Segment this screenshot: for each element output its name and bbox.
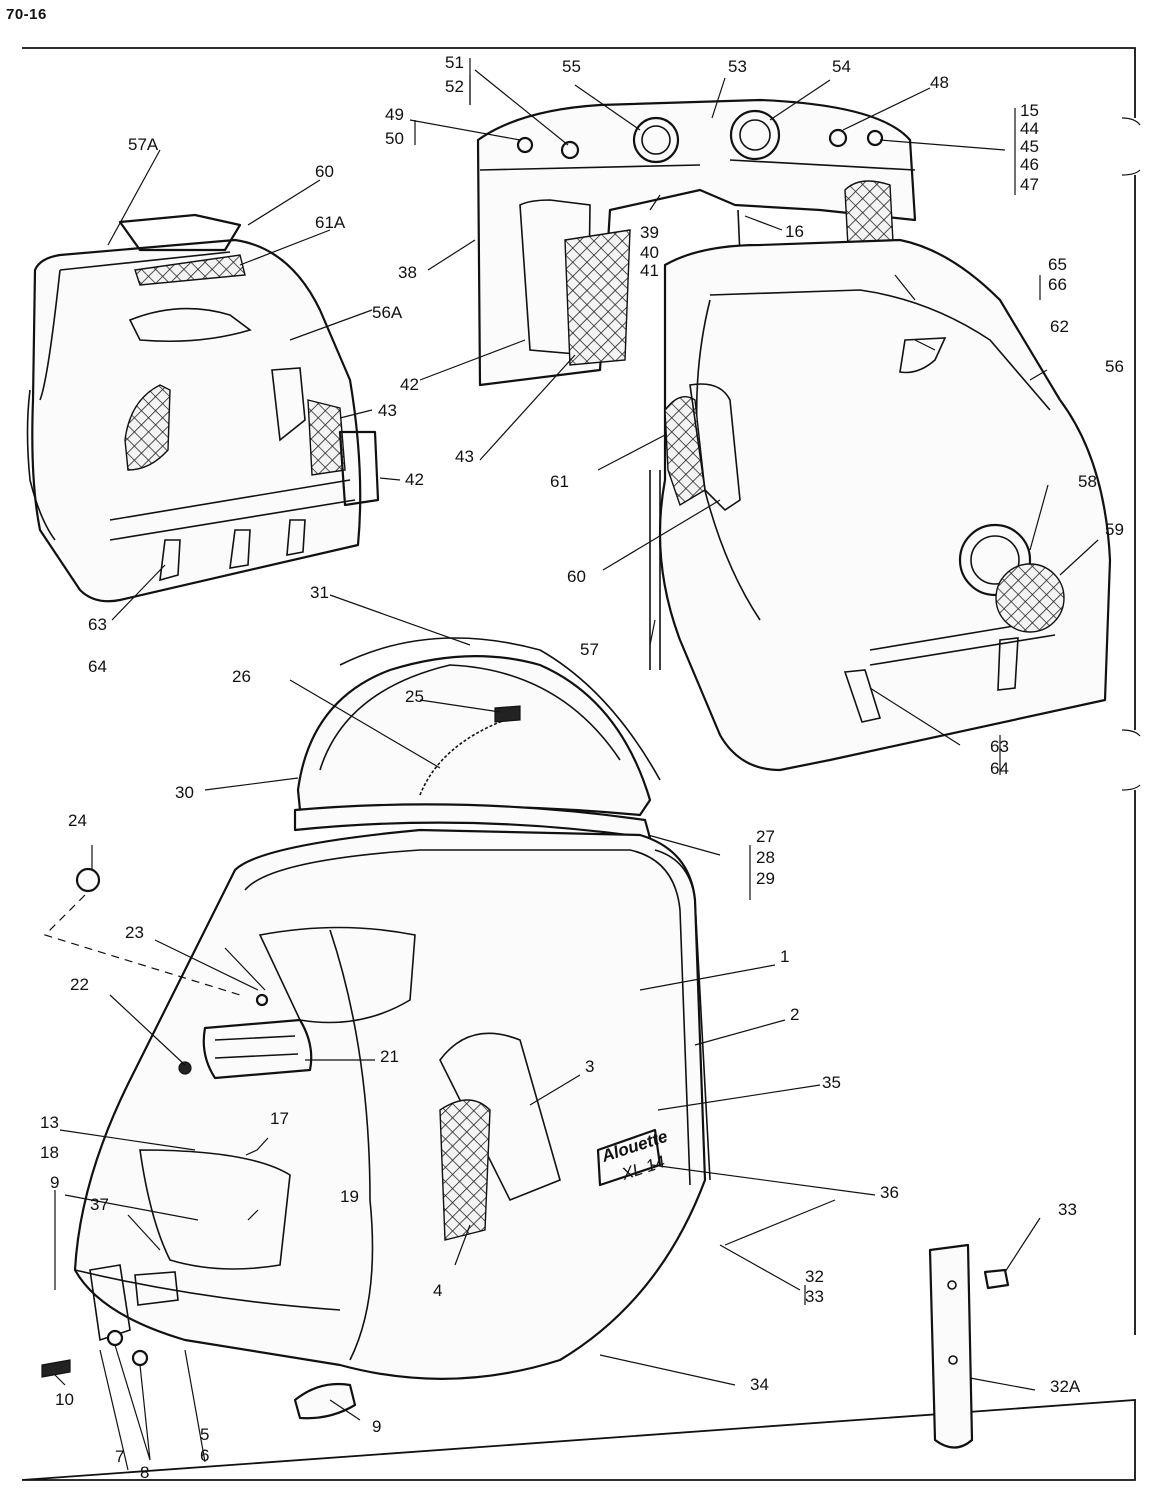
callout-32: 32	[805, 1267, 824, 1286]
callout-44: 44	[1020, 119, 1039, 138]
callout-57a: 57A	[128, 135, 159, 154]
panel-mesh-43	[564, 229, 631, 366]
rear-cowl-56	[649, 238, 1112, 772]
callout-56: 56	[1105, 357, 1124, 376]
cowl-side-grille	[124, 384, 171, 471]
callout-66: 66	[1048, 275, 1067, 294]
callout-8: 8	[140, 1463, 149, 1482]
callout-13: 13	[40, 1113, 59, 1132]
callout-1: 1	[780, 947, 789, 966]
callout-40: 40	[640, 243, 659, 262]
body-mesh-4	[439, 1099, 491, 1241]
callout-36: 36	[880, 1183, 899, 1202]
callout-48: 48	[930, 73, 949, 92]
callout-63-left: 63	[88, 615, 107, 634]
callout-60-right: 60	[567, 567, 586, 586]
alouette-badge	[596, 1128, 662, 1187]
callout-7: 7	[115, 1447, 124, 1466]
callout-65: 65	[1048, 255, 1067, 274]
callout-4: 4	[433, 1281, 442, 1300]
callout-35: 35	[822, 1073, 841, 1092]
callout-24: 24	[68, 811, 87, 830]
callout-30: 30	[175, 783, 194, 802]
cowl-top-grille-61a	[134, 254, 246, 286]
callout-39: 39	[640, 223, 659, 242]
callout-15: 15	[1020, 101, 1039, 120]
callout-17: 17	[270, 1109, 289, 1128]
callout-27: 27	[756, 827, 775, 846]
callout-16: 16	[785, 222, 804, 241]
callout-61: 61	[550, 472, 569, 491]
callout-34: 34	[750, 1375, 769, 1394]
callout-3: 3	[585, 1057, 594, 1076]
main-body-1: Alouette XL 14	[41, 828, 711, 1420]
cowl-mesh-43	[307, 399, 346, 476]
callout-26: 26	[232, 667, 251, 686]
bracket-32a	[928, 1243, 1010, 1449]
callout-62: 62	[1050, 317, 1069, 336]
callout-23: 23	[125, 923, 144, 942]
callout-9-bottom: 9	[372, 1417, 381, 1436]
callout-57: 57	[580, 640, 599, 659]
callout-54: 54	[832, 57, 851, 76]
instrument-panel-38	[476, 98, 917, 387]
callout-22: 22	[70, 975, 89, 994]
callout-51: 51	[445, 53, 464, 72]
callout-52: 52	[445, 77, 464, 96]
callout-labels: 51 52 55 53 54 48 49 50 15 44 45 46 47 5…	[40, 53, 1124, 1482]
callout-43-left: 43	[378, 401, 397, 420]
callout-53: 53	[728, 57, 747, 76]
round-grille-59	[995, 563, 1065, 633]
callout-42-left: 42	[405, 470, 424, 489]
callout-42-center: 42	[400, 375, 419, 394]
callout-2: 2	[790, 1005, 799, 1024]
callout-60-top: 60	[315, 162, 334, 181]
callout-37: 37	[90, 1195, 109, 1214]
canopy-dome-30	[293, 637, 661, 840]
callout-49: 49	[385, 105, 404, 124]
callout-19: 19	[340, 1187, 359, 1206]
callout-5: 5	[200, 1425, 209, 1444]
callout-29: 29	[756, 869, 775, 888]
callout-56a: 56A	[372, 303, 403, 322]
callout-50: 50	[385, 129, 404, 148]
callout-46: 46	[1020, 155, 1039, 174]
callout-21: 21	[380, 1047, 399, 1066]
callout-38: 38	[398, 263, 417, 282]
callout-45: 45	[1020, 137, 1039, 156]
callout-43-center: 43	[455, 447, 474, 466]
callout-59: 59	[1105, 520, 1124, 539]
callout-31: 31	[310, 583, 329, 602]
callout-33: 33	[805, 1287, 824, 1306]
callout-64-left: 64	[88, 657, 107, 676]
callout-25: 25	[405, 687, 424, 706]
callout-58: 58	[1078, 472, 1097, 491]
callout-61a: 61A	[315, 213, 346, 232]
callout-41: 41	[640, 261, 659, 280]
callout-64-right: 64	[990, 759, 1009, 778]
leader-lines	[54, 58, 1099, 1471]
callout-6: 6	[200, 1446, 209, 1465]
callout-18: 18	[40, 1143, 59, 1162]
forward-cowl-56a	[26, 213, 380, 603]
callout-63-right: 63	[990, 737, 1009, 756]
page-reference: 70-16	[6, 6, 47, 23]
frame-break-marks	[1121, 117, 1141, 791]
callout-47: 47	[1020, 175, 1039, 194]
callout-55: 55	[562, 57, 581, 76]
callout-10: 10	[55, 1390, 74, 1409]
callout-9-top: 9	[50, 1173, 59, 1192]
callout-32a: 32A	[1050, 1377, 1081, 1396]
callout-33-right: 33	[1058, 1200, 1077, 1219]
diagram-frame	[21, 47, 1136, 1481]
callout-28: 28	[756, 848, 775, 867]
